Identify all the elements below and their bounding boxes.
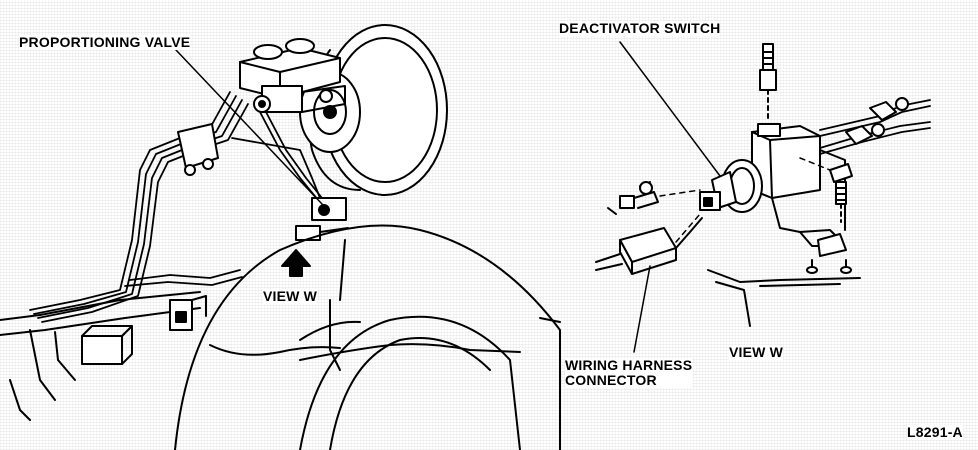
- sensor-plug: [607, 181, 659, 215]
- junction-block: [177, 123, 219, 176]
- deactivator-switch-label: DEACTIVATOR SWITCH: [559, 20, 721, 36]
- assembly-dashed-lines: [659, 157, 831, 243]
- tube-nuts: [845, 97, 909, 145]
- view-w-label-right: VIEW W: [729, 344, 784, 360]
- frame-and-wheelwell: [0, 224, 561, 450]
- view-w-arrow-left: [281, 249, 311, 277]
- mounting-bracket: [806, 233, 852, 274]
- proportioning-valve-label: PROPORTIONING VALVE: [19, 34, 191, 50]
- view-w-panel-right: [707, 269, 861, 327]
- mounting-bolt: [829, 163, 853, 223]
- brake-booster: [299, 24, 448, 196]
- wiring-harness-leader: [633, 265, 651, 353]
- wiring-harness-connector: [595, 217, 703, 275]
- master-cylinder: [239, 38, 346, 113]
- deactivator-switch-leader: [619, 41, 721, 177]
- figure-code-label: L8291-A: [907, 424, 963, 440]
- valve-body: [751, 123, 846, 247]
- wiring-harness-connector-label: WIRING HARNESS CONNECTOR: [565, 357, 693, 388]
- view-w-label-left: VIEW W: [263, 288, 318, 304]
- deactivator-switch: [699, 159, 763, 213]
- brake-fitting-top: [759, 43, 777, 121]
- proportioning-valve-leader: [175, 49, 323, 205]
- abs-components: [9, 295, 207, 421]
